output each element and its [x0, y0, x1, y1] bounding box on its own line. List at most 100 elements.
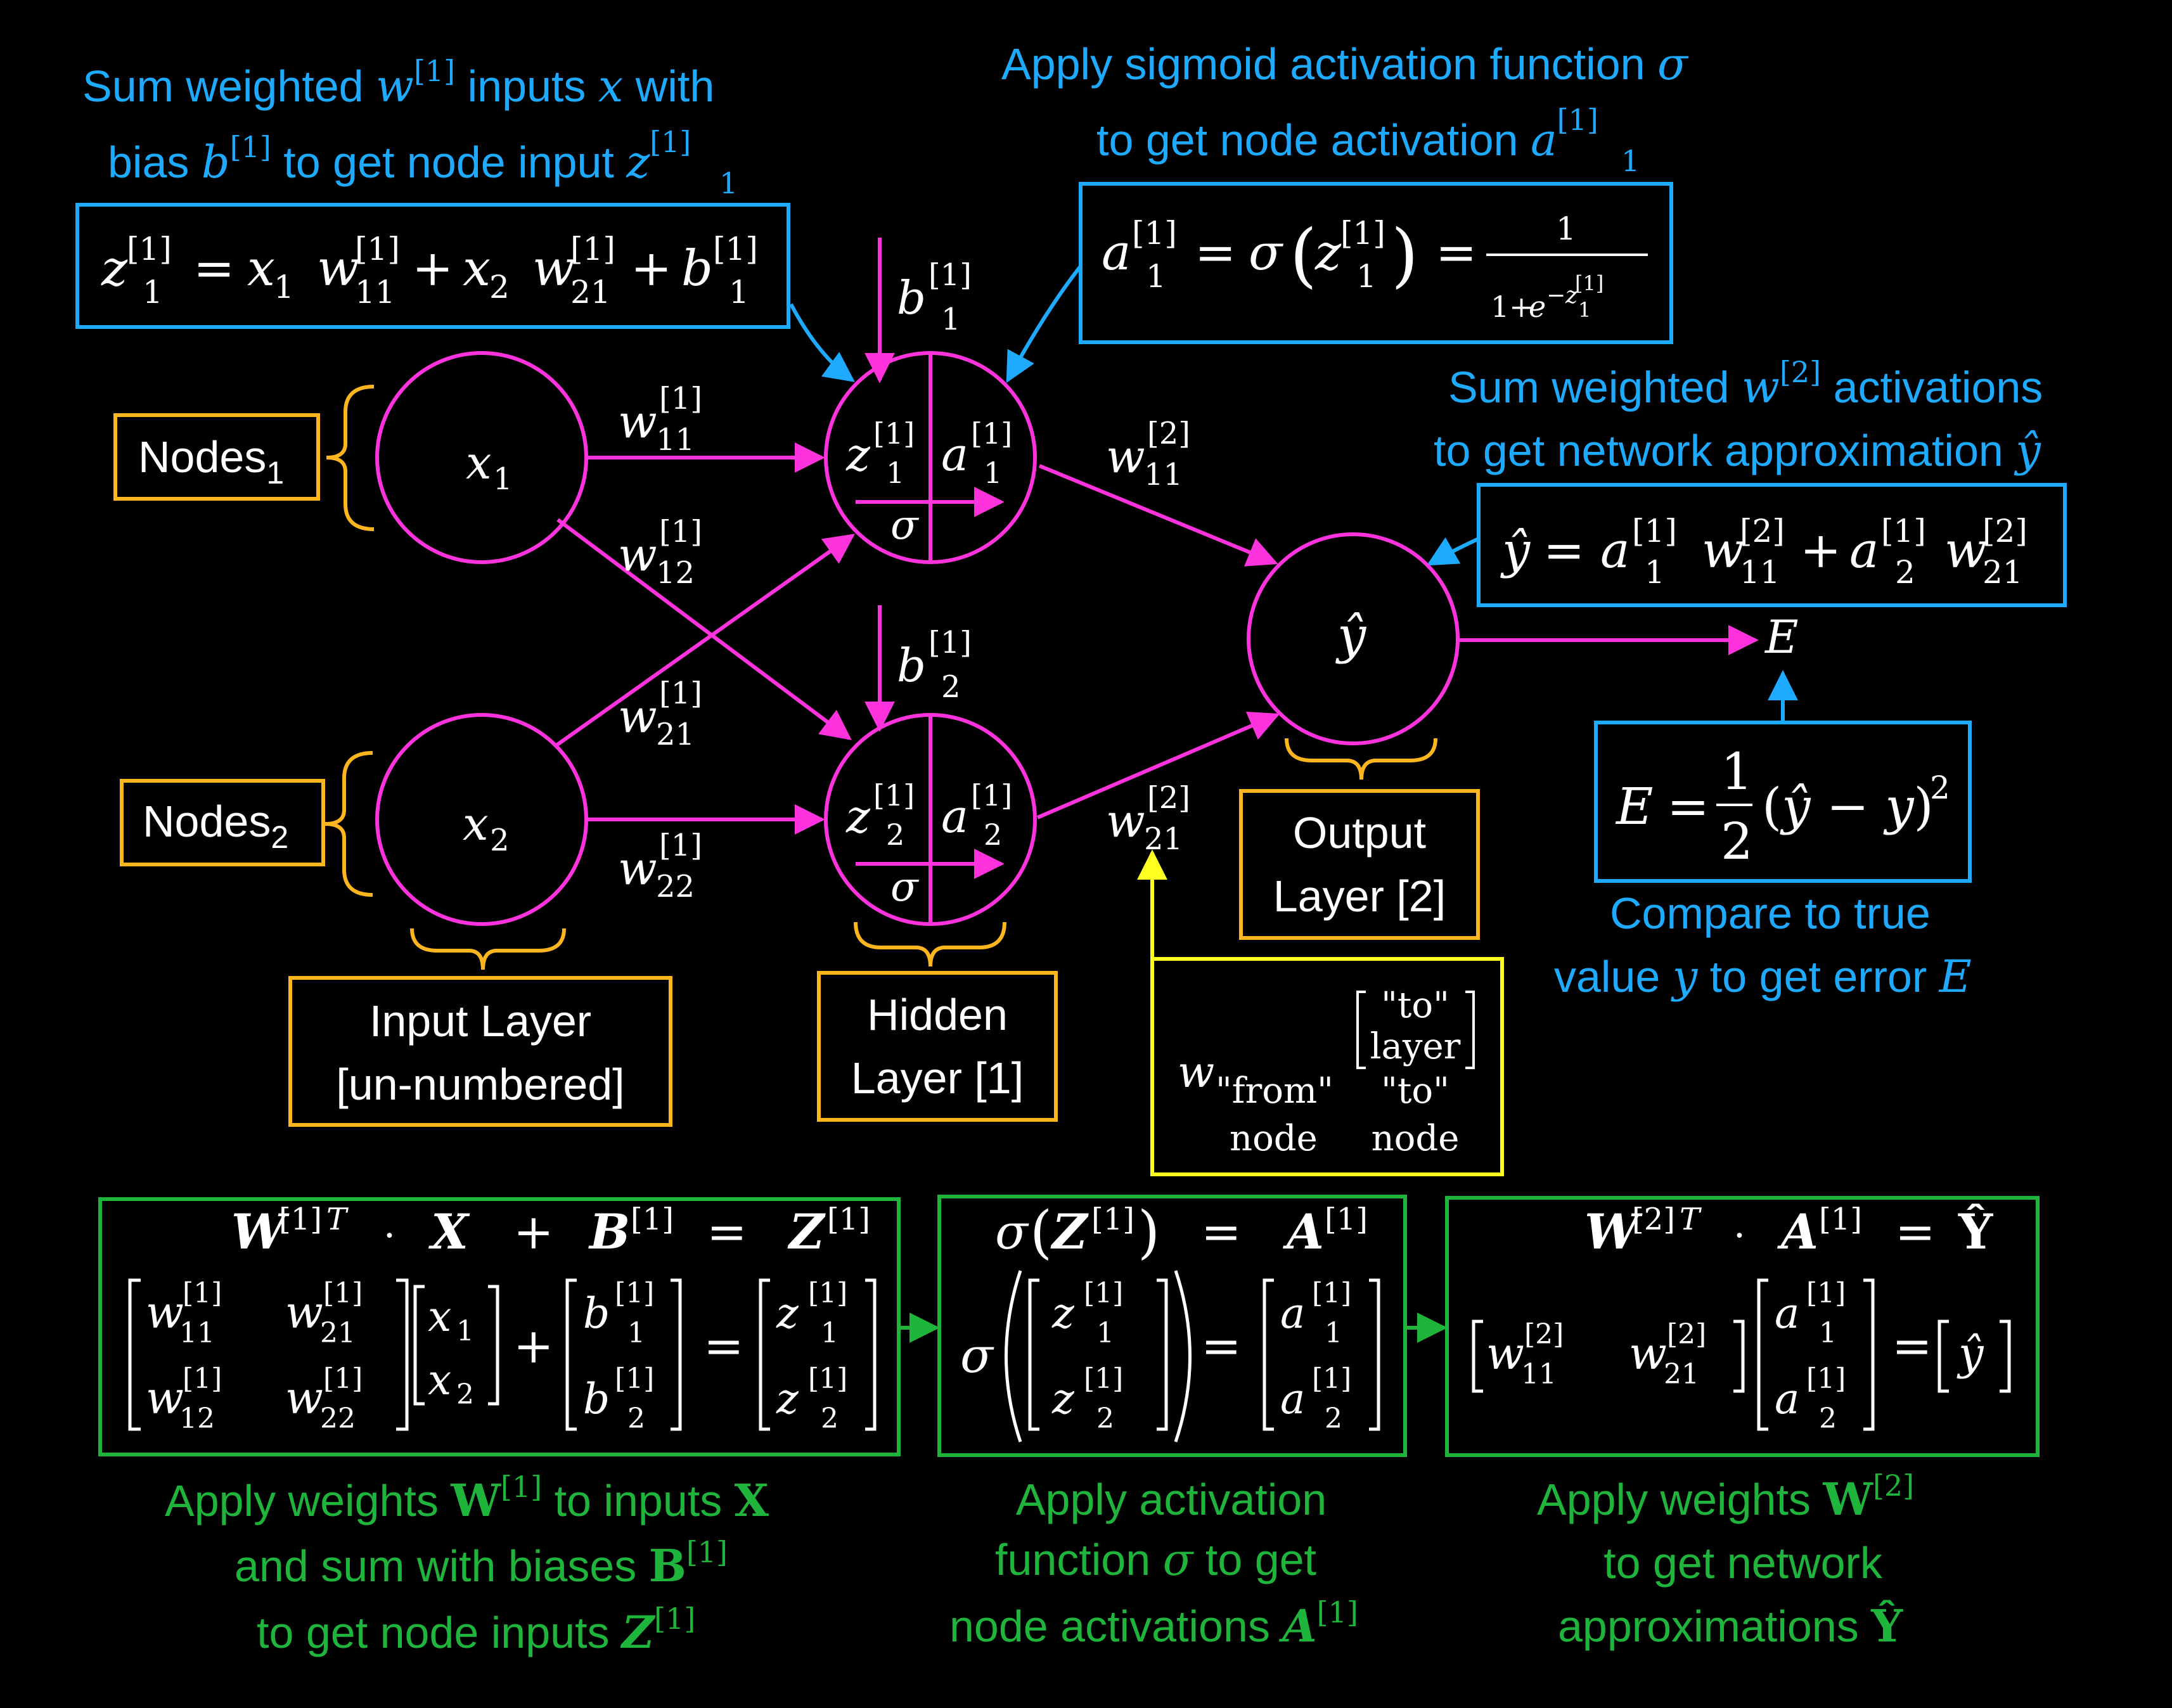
caption-1: Apply weights W[1] to inputs X and sum w…: [165, 1470, 769, 1659]
svg-text:2: 2: [886, 818, 904, 852]
z-equation-box: [75, 203, 790, 329]
svg-text:b: b: [583, 1375, 610, 1423]
svg-text:1: 1: [821, 1317, 839, 1349]
svg-text:2: 2: [1721, 812, 1753, 871]
svg-text:z: z: [776, 1375, 799, 1423]
svg-text:x: x: [247, 240, 275, 297]
svg-text:2: 2: [490, 823, 510, 858]
svg-text:ŷ: ŷ: [1500, 522, 1531, 579]
svg-text:[1]: [1]: [1091, 1202, 1134, 1237]
svg-text:[1]: [1]: [1132, 215, 1177, 252]
svg-text:[1]: [1]: [1084, 1277, 1123, 1309]
svg-text:[2]: [2]: [1147, 780, 1190, 816]
svg-text:a: a: [1600, 522, 1630, 579]
svg-text:1: 1: [627, 1317, 645, 1349]
svg-text:w: w: [146, 1287, 184, 1339]
svg-text:1: 1: [886, 456, 904, 490]
svg-text:x: x: [463, 240, 491, 297]
svg-text:1: 1: [1645, 554, 1665, 591]
svg-text:x: x: [463, 797, 489, 851]
hidden-node-dividers: [856, 353, 1005, 924]
svg-text:·: ·: [383, 1214, 395, 1258]
svg-text:[2]: [2]: [1667, 1318, 1706, 1351]
svg-text:node: node: [1230, 1118, 1318, 1159]
svg-text:[1]: [1]: [183, 1363, 222, 1395]
svg-text:a: a: [1849, 522, 1879, 579]
svg-text:Compare to true: Compare to true: [1610, 889, 1931, 938]
svg-text:w: w: [618, 842, 657, 895]
svg-text:[1]: [1]: [1806, 1363, 1846, 1395]
svg-text:2: 2: [1325, 1403, 1342, 1435]
svg-text:b: b: [681, 240, 713, 297]
nodes1-box: [113, 413, 320, 501]
yhat-equation: ŷ = a [1] 1 w [2] 11 + a [1] 2 w [2] 21: [1500, 513, 2027, 591]
svg-text:1: 1: [274, 269, 294, 305]
caption-3: Apply weights W[2] to get network approx…: [1537, 1468, 1914, 1652]
svg-text:1: 1: [1819, 1317, 1837, 1349]
svg-text:w: w: [532, 240, 575, 297]
svg-text:a: a: [941, 428, 968, 481]
svg-text:2: 2: [1930, 769, 1950, 806]
svg-text:b: b: [897, 639, 926, 692]
svg-text:[1]: [1]: [1312, 1363, 1351, 1395]
svg-text:A: A: [1283, 1204, 1324, 1260]
svg-text:[1]: [1]: [929, 257, 972, 293]
svg-text:to get network: to get network: [1603, 1538, 1883, 1588]
sigmoid-annotation: Apply sigmoid activation function σ to g…: [1001, 38, 1689, 178]
svg-text:[1]: [1]: [323, 1277, 363, 1309]
input-layer-label-2: [un-numbered]: [336, 1060, 624, 1109]
svg-text:): ): [1138, 1199, 1160, 1266]
svg-text:[1]: [1]: [631, 1202, 674, 1237]
output-layer-label-2: Layer [2]: [1273, 871, 1446, 921]
svg-text:[1]: [1]: [1312, 1277, 1351, 1309]
edge-x2-h1: [553, 534, 855, 748]
svg-text:σ: σ: [995, 1204, 1029, 1260]
svg-text:[1]: [1]: [1084, 1363, 1123, 1395]
svg-text:2: 2: [1819, 1403, 1837, 1435]
svg-text:σ: σ: [960, 1327, 994, 1384]
svg-text:=: =: [1543, 522, 1584, 579]
svg-text:[1]: [1]: [827, 1202, 870, 1237]
output-layer-brace: [1285, 738, 1437, 780]
matrix-box-1: [98, 1197, 901, 1456]
svg-text:[1]: [1]: [127, 231, 172, 267]
svg-text:ŷ: ŷ: [1335, 606, 1367, 665]
svg-text:21: 21: [320, 1317, 356, 1349]
svg-text:22: 22: [656, 869, 695, 904]
a-equation: a [1] 1 = σ ( z [1] 1 ) = 1 1+ e −z [1] …: [1102, 210, 1648, 324]
svg-text:node activations A[1]: node activations A[1]: [949, 1595, 1358, 1652]
svg-text:[1]: [1]: [323, 1363, 363, 1395]
svg-text:[1]: [1]: [355, 231, 400, 267]
svg-text:1: 1: [941, 302, 961, 337]
svg-text:[1]: [1]: [570, 231, 615, 267]
svg-text:W: W: [231, 1204, 290, 1260]
svg-text:w: w: [1629, 1328, 1667, 1380]
svg-text:·: ·: [1733, 1214, 1745, 1258]
hidden-layer-label-2: Layer [1]: [851, 1053, 1024, 1103]
output-node: [1247, 532, 1460, 745]
svg-text:[1]: [1]: [808, 1277, 847, 1309]
svg-text:=: =: [1436, 224, 1477, 281]
svg-text:+: +: [513, 1318, 554, 1374]
svg-text:12: 12: [179, 1403, 215, 1435]
svg-text:1: 1: [729, 274, 749, 311]
input-node-x2: [375, 713, 588, 926]
yhat-equation-box: [1477, 483, 2067, 607]
svg-text:W: W: [1584, 1204, 1643, 1260]
svg-text:=: =: [1895, 1204, 1936, 1260]
svg-text:Apply weights W[1] to inputs X: Apply weights W[1] to inputs X: [165, 1470, 769, 1527]
weight-legend-box: [1150, 957, 1504, 1176]
blue-arrows: [789, 265, 1798, 721]
error-equation-box: [1594, 721, 1972, 883]
svg-text:[1]: [1]: [971, 416, 1012, 451]
svg-text:and sum with biases B[1]: and sum with biases B[1]: [235, 1535, 728, 1592]
svg-text:[1]: [1]: [1819, 1202, 1862, 1237]
svg-text:approximations Ŷ: approximations Ŷ: [1558, 1600, 1903, 1652]
svg-text:E: E: [1615, 777, 1653, 836]
svg-text:to get network approximation ŷ: to get network approximation ŷ: [1434, 425, 2041, 477]
edge-h1-out: [1038, 464, 1278, 567]
svg-text:w: w: [317, 240, 359, 297]
svg-text:x: x: [428, 1292, 451, 1341]
svg-text:[1]: [1]: [1881, 513, 1926, 549]
